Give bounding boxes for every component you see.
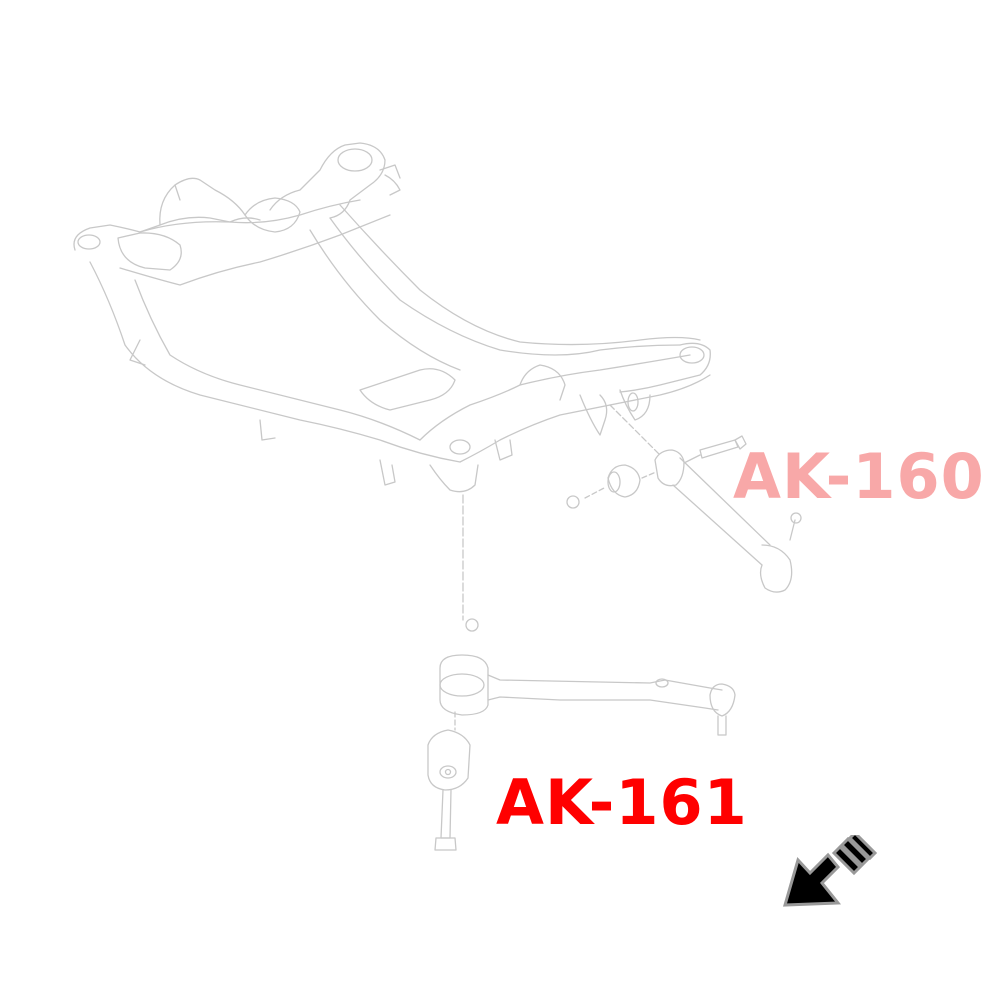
ak160-assembly	[566, 404, 802, 593]
front-direction-arrow-icon	[782, 835, 878, 907]
part-label-ak161: AK-161	[496, 766, 748, 839]
ak161-assembly	[427, 618, 736, 851]
subframe	[73, 142, 711, 493]
part-label-ak160: AK-160	[733, 440, 985, 513]
